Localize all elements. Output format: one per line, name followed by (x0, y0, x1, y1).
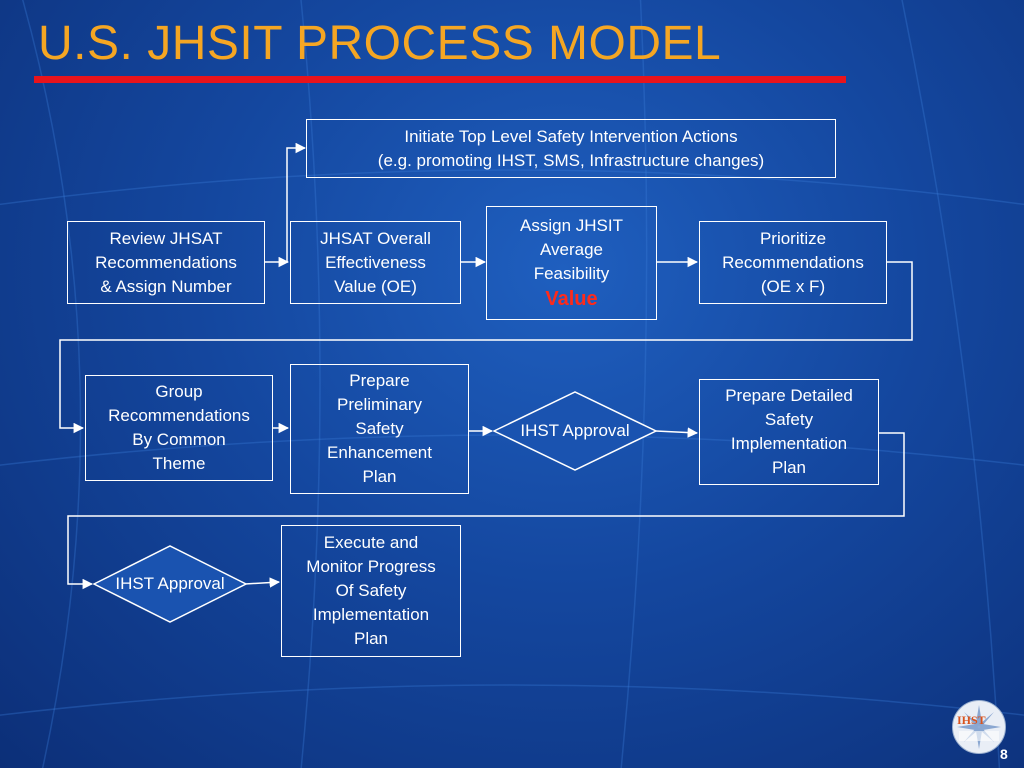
ihst-logo-star-icon (957, 705, 1001, 749)
assign-feasibility-box: Assign JHSIT Average Feasibility Value (486, 206, 657, 320)
execute-monitor-box: Execute and Monitor Progress Of Safety I… (281, 525, 461, 657)
detailed-line-2: Safety (764, 410, 814, 429)
detailed-line-1: Prepare Detailed (725, 386, 853, 405)
review-line-3: & Assign Number (100, 276, 232, 296)
group-recommendations-box: Group Recommendations By Common Theme (85, 375, 273, 481)
prelim-line-5: Plan (362, 467, 397, 486)
title-underline-bar (34, 76, 846, 83)
prelim-line-4: Enhancement (327, 443, 432, 462)
group-line-2: Recommendations (108, 406, 250, 425)
jhsat-oe-box: JHSAT Overall Effectiveness Value (OE) (290, 221, 461, 304)
group-line-1: Group (155, 382, 203, 401)
approval-1-label: IHST Approval (520, 421, 630, 440)
logo-text: IHST (957, 713, 986, 727)
group-line-3: By Common (132, 430, 226, 449)
arrow-approval1-to-detailed (655, 427, 699, 438)
feasibility-value-highlight: Value (545, 288, 598, 310)
arrow-approval2-to-execute (244, 577, 281, 588)
initiate-actions-box: Initiate Top Level Safety Intervention A… (306, 119, 836, 178)
feasibility-line-3: Feasibility (533, 264, 610, 283)
arrow-prioritize-to-group (59, 261, 913, 434)
prioritize-line-3: (OE x F) (760, 276, 826, 296)
ihst-logo-icon: IHST (952, 700, 1006, 754)
execute-line-5: Plan (353, 629, 389, 648)
oe-line-3: Value (OE) (334, 276, 417, 296)
review-line-1: Review JHSAT (109, 228, 223, 248)
execute-line-3: Of Safety (335, 581, 407, 600)
detailed-line-3: Implementation (730, 434, 848, 453)
execute-line-1: Execute and (323, 533, 419, 552)
execute-line-4: Implementation (312, 605, 430, 624)
review-line-2: Recommendations (95, 252, 237, 272)
review-recommendations-box: Review JHSAT Recommendations & Assign Nu… (67, 221, 265, 304)
slide-title: U.S. JHSIT PROCESS MODEL (38, 17, 722, 70)
prioritize-line-1: Prioritize (759, 228, 827, 248)
prepare-detailed-plan-box: Prepare Detailed Safety Implementation P… (699, 379, 879, 485)
approval-2-label: IHST Approval (115, 574, 225, 593)
group-line-4: Theme (152, 454, 206, 473)
page-number: 8 (1000, 746, 1008, 762)
initiate-line-2: (e.g. promoting IHST, SMS, Infrastructur… (377, 150, 765, 170)
oe-line-1: JHSAT Overall (320, 228, 431, 248)
prepare-preliminary-plan-box: Prepare Preliminary Safety Enhancement P… (290, 364, 469, 494)
approval-diamond-2 (92, 545, 248, 623)
arrow-detailed-to-approval2 (67, 432, 905, 590)
arrow-to-initiate (286, 142, 307, 262)
oe-line-2: Effectiveness (325, 252, 426, 272)
execute-line-2: Monitor Progress (306, 557, 436, 576)
prelim-line-1: Prepare (349, 371, 410, 390)
detailed-line-4: Plan (771, 458, 807, 477)
prioritize-box: Prioritize Recommendations (OE x F) (699, 221, 887, 304)
feasibility-line-2: Average (539, 240, 603, 259)
prioritize-line-2: Recommendations (722, 252, 864, 272)
prelim-line-2: Preliminary (336, 395, 423, 414)
feasibility-line-1: Assign JHSIT (520, 216, 623, 235)
approval-diamond-1 (492, 391, 658, 471)
initiate-line-1: Initiate Top Level Safety Intervention A… (404, 126, 738, 146)
prelim-line-3: Safety (355, 419, 404, 438)
